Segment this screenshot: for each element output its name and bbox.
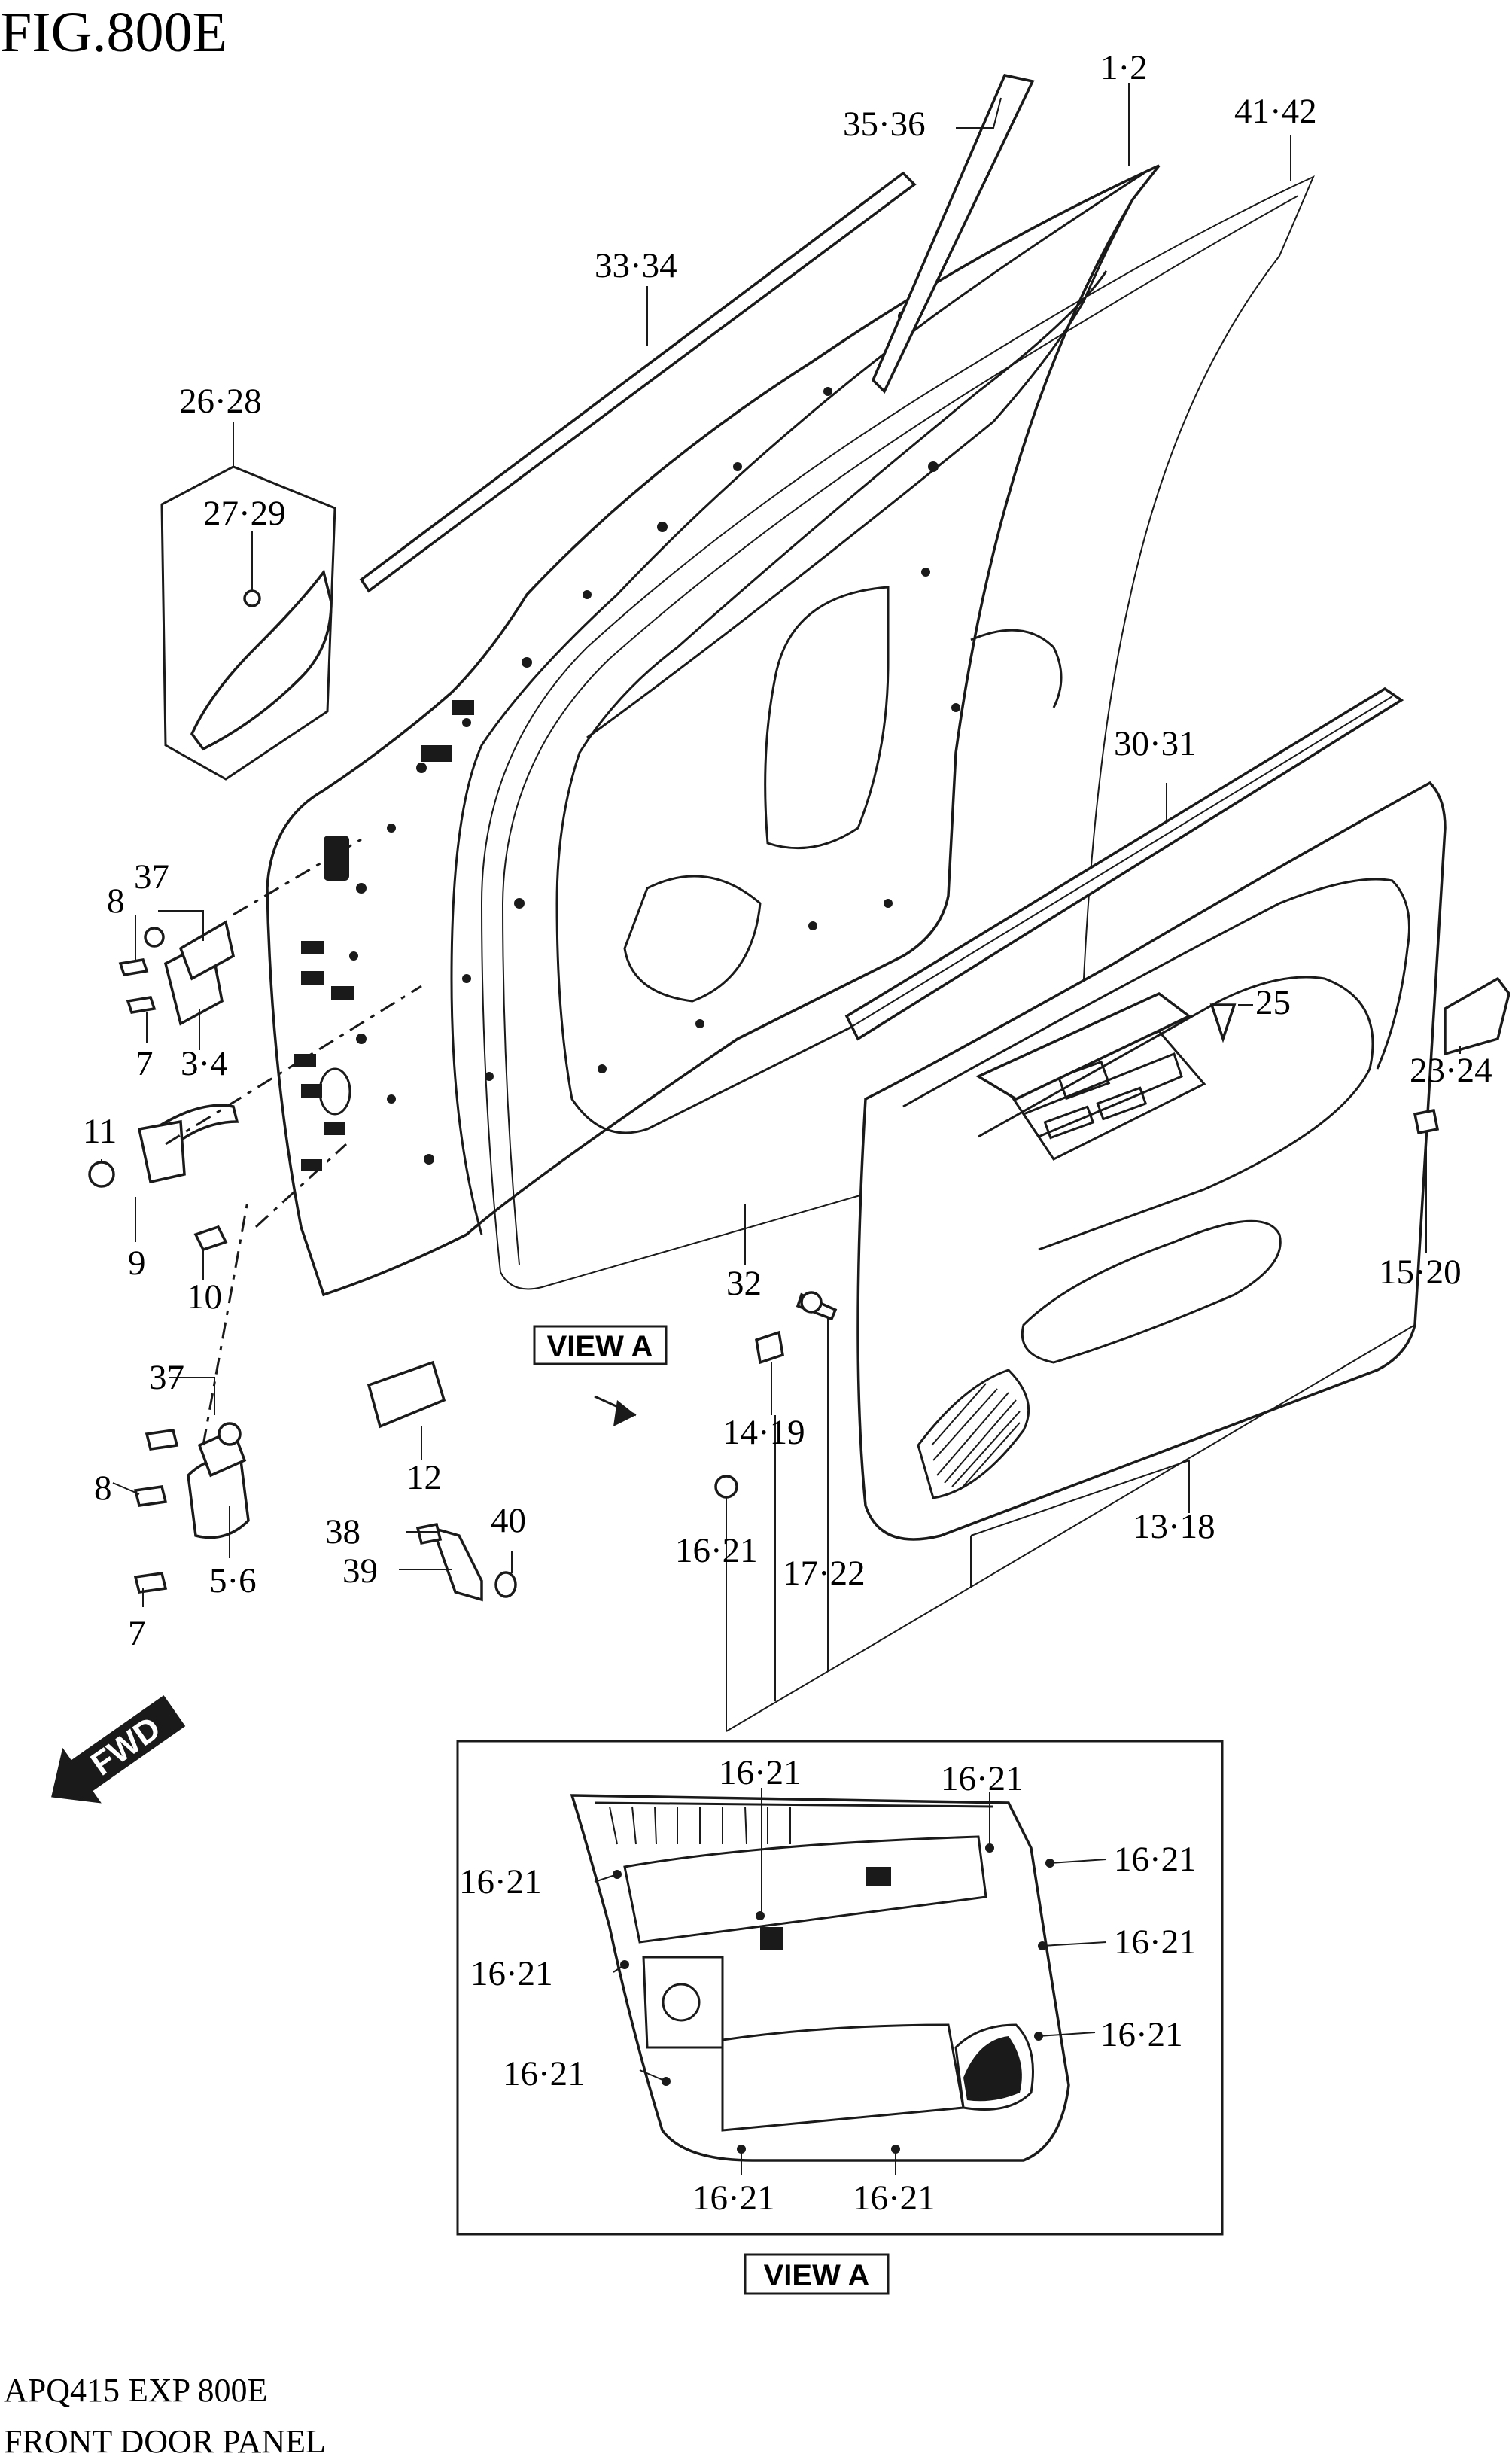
- clip-14-19: [755, 1330, 784, 1365]
- door-trim-panel: [856, 781, 1447, 1541]
- view-a-tag-lower: [744, 2253, 890, 2295]
- callout-3-4: 3·4: [181, 1044, 228, 1083]
- mirror-garnish-26-28: [190, 569, 333, 751]
- view-callout-7: 16·21: [470, 1954, 553, 1993]
- callout-7-upper: 7: [135, 1044, 154, 1083]
- door-check-9: [88, 1104, 239, 1252]
- view-callout-2: 16·21: [941, 1759, 1024, 1798]
- garnish-clip-27-29: [243, 589, 261, 607]
- callout-15-20: 15·20: [1379, 1253, 1462, 1292]
- callout-labels: 1·2 35·36 41·42 33·34 26·28 27·29 30·31 …: [83, 48, 1492, 1653]
- callout-27-29: 27·29: [203, 494, 286, 533]
- clip-40: [494, 1571, 517, 1598]
- view-a-label-lower: VIEW A: [764, 2259, 870, 2292]
- callout-17-22: 17·22: [783, 1554, 866, 1593]
- view-a-arrow: [594, 1395, 637, 1426]
- callout-33-34: 33·34: [595, 246, 677, 285]
- view-callout-8: 16·21: [503, 2054, 586, 2093]
- clip-15-20: [1413, 1108, 1440, 1135]
- callout-37-upper: 37: [134, 857, 169, 897]
- callout-13-18: 13·18: [1133, 1507, 1215, 1546]
- view-callout-4: 16·21: [1114, 1923, 1197, 1962]
- view-a-label-upper: VIEW A: [547, 1330, 653, 1363]
- view-callout-1: 16·21: [719, 1753, 802, 1792]
- callout-5-6: 5·6: [209, 1561, 257, 1600]
- callout-40: 40: [491, 1501, 526, 1540]
- callout-38: 38: [325, 1512, 361, 1551]
- clip-16-21: [714, 1475, 738, 1499]
- screw-25: [1209, 1003, 1237, 1043]
- callout-37-lower: 37: [149, 1358, 184, 1397]
- callout-25: 25: [1255, 983, 1291, 1022]
- view-callout-5: 16·21: [1100, 2015, 1183, 2054]
- figure-title: FIG.800E: [0, 1, 227, 64]
- callout-41-42: 41·42: [1234, 92, 1317, 131]
- callout-32: 32: [726, 1264, 762, 1303]
- callout-8-upper: 8: [107, 881, 125, 921]
- footer-model-code: APQ415 EXP 800E: [4, 2372, 267, 2409]
- view-callout-3: 16·21: [1114, 1840, 1197, 1879]
- lower-hinge-5-6: [133, 1422, 250, 1594]
- armrest-switch-bezel: [975, 991, 1192, 1101]
- callout-23-24: 23·24: [1410, 1051, 1492, 1090]
- weatherstrip-41-42: [480, 175, 1315, 1290]
- callout-26-28: 26·28: [179, 382, 262, 421]
- nut-38: [415, 1522, 443, 1545]
- view-callout-9: 16·21: [692, 2178, 775, 2218]
- callout-8-lower: 8: [94, 1469, 112, 1508]
- door-outer-panel: [266, 164, 1161, 1297]
- callout-11: 11: [83, 1112, 117, 1151]
- belt-moulding-33-34: [359, 171, 917, 593]
- callout-12: 12: [406, 1458, 442, 1497]
- callout-35-36: 35·36: [843, 105, 926, 144]
- sash-moulding-35-36: [871, 73, 1035, 394]
- callout-10: 10: [187, 1277, 222, 1317]
- callout-39: 39: [342, 1551, 378, 1591]
- callout-30-31: 30·31: [1114, 724, 1197, 763]
- garnish-inset-box: [160, 465, 336, 781]
- switch-12: [367, 1360, 446, 1429]
- view-callout-6: 16·21: [459, 1862, 542, 1901]
- bracket-39: [430, 1526, 483, 1602]
- callout-7-lower: 7: [128, 1614, 146, 1653]
- pull-cup-cover-23-24: [1444, 976, 1510, 1056]
- callout-1-2: 1·2: [1100, 48, 1148, 87]
- view-a-panel: [570, 1794, 1070, 2162]
- upper-hinge-3-4: [118, 920, 235, 1026]
- view-a-callout-labels: 16·21 16·21 16·21 16·21 16·21 16·21 16·2…: [459, 1753, 1197, 2218]
- view-a-tag-upper: [533, 1325, 668, 1365]
- view-callout-10: 16·21: [853, 2178, 935, 2218]
- fwd-arrow-icon: FWD: [51, 1695, 186, 1804]
- trace-lines: [165, 838, 422, 1446]
- callout-9: 9: [128, 1244, 146, 1283]
- callout-14-19: 14·19: [723, 1413, 805, 1452]
- footer-title: FRONT DOOR PANEL: [4, 2423, 326, 2460]
- callout-16-21: 16·21: [675, 1531, 758, 1570]
- leader-lines: [101, 83, 1461, 1732]
- view-a-leaders: [594, 1788, 1107, 2175]
